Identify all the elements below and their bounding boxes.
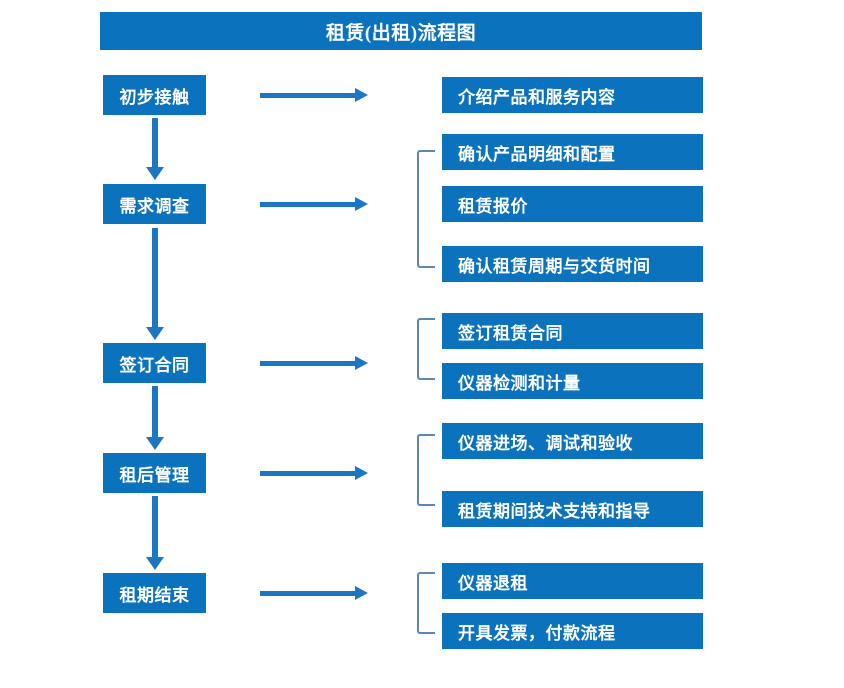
stage-box-requirement-survey[interactable]: 需求调查 (103, 184, 206, 224)
detail-box-instrument-inspection[interactable]: 仪器检测和计量 (442, 363, 703, 399)
vertical-arrow-icon-4 (146, 496, 164, 570)
stage-box-sign-contract[interactable]: 签订合同 (103, 343, 206, 383)
vertical-arrow-icon-2 (146, 228, 164, 340)
horizontal-arrow-icon-5 (260, 586, 368, 600)
group-bracket-icon-3 (417, 434, 435, 506)
group-bracket-icon-1 (417, 150, 435, 268)
detail-box-instrument-return[interactable]: 仪器退租 (442, 563, 703, 599)
vertical-arrow-icon-1 (146, 118, 164, 180)
detail-box-sign-rental-contract[interactable]: 签订租赁合同 (442, 313, 703, 349)
detail-box-rental-quotation[interactable]: 租赁报价 (442, 186, 703, 222)
stage-box-post-rental-management[interactable]: 租后管理 (103, 453, 206, 493)
horizontal-arrow-icon-4 (260, 466, 368, 480)
vertical-arrow-icon-3 (146, 386, 164, 450)
detail-box-technical-support[interactable]: 租赁期间技术支持和指导 (442, 491, 703, 527)
detail-box-invoice-payment[interactable]: 开具发票，付款流程 (442, 613, 703, 649)
group-bracket-icon-4 (417, 572, 435, 634)
horizontal-arrow-icon-3 (260, 356, 368, 370)
diagram-title: 租赁(出租)流程图 (100, 12, 702, 50)
detail-box-introduce-products[interactable]: 介绍产品和服务内容 (442, 77, 703, 113)
detail-box-confirm-rental-period[interactable]: 确认租赁周期与交货时间 (442, 246, 703, 282)
stage-box-rental-end[interactable]: 租期结束 (103, 573, 206, 613)
horizontal-arrow-icon-1 (260, 88, 368, 102)
group-bracket-icon-2 (417, 318, 435, 380)
horizontal-arrow-icon-2 (260, 197, 368, 211)
detail-box-confirm-product-details[interactable]: 确认产品明细和配置 (442, 134, 703, 170)
detail-box-instrument-entry-commissioning[interactable]: 仪器进场、调试和验收 (442, 423, 703, 459)
stage-box-initial-contact[interactable]: 初步接触 (103, 75, 206, 115)
